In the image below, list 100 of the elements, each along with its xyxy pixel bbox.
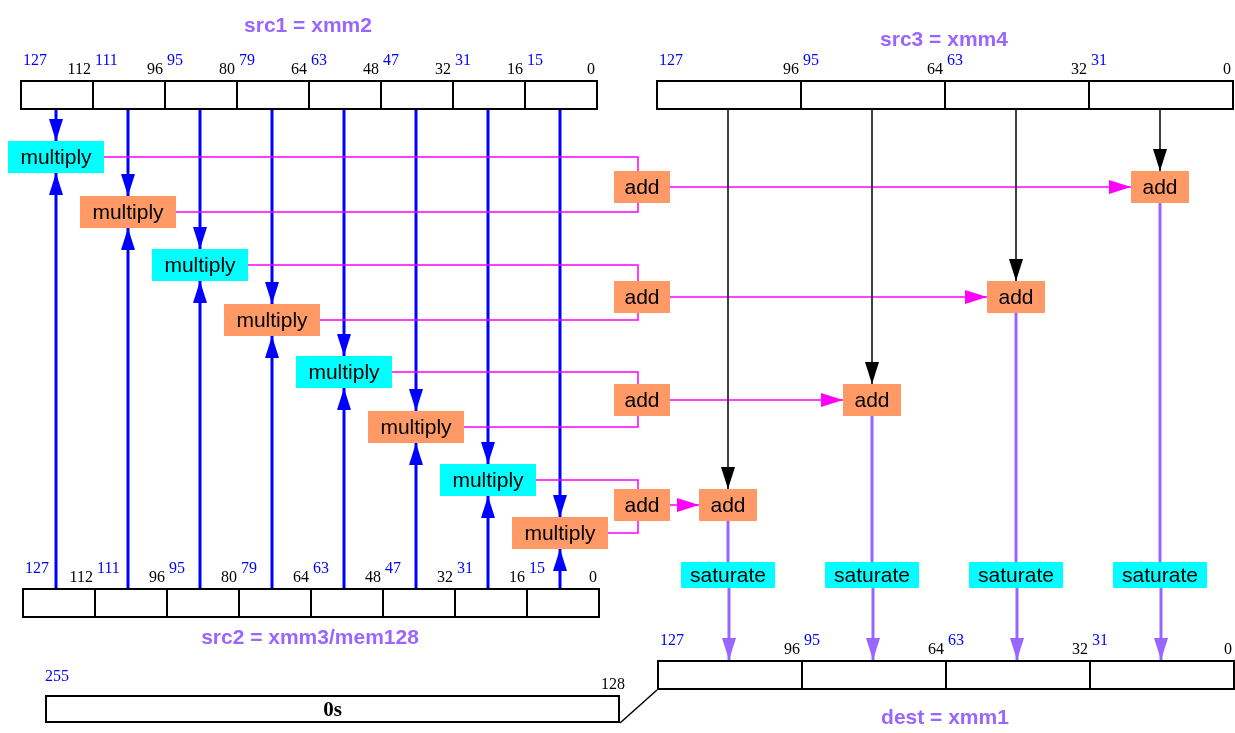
register-cell [310,588,384,618]
arrow [553,549,567,588]
register-cell [945,660,1091,690]
operation-box: saturate [1113,562,1207,588]
connector-line [870,416,874,562]
operation-box: saturate [825,562,919,588]
bit-number: 96 [784,641,800,657]
register-cell [92,80,166,110]
arrow [481,110,495,464]
bit-number: 63 [311,52,327,68]
arrow [49,110,63,141]
operation-box: add [614,384,670,416]
register-name: src2 = xmm3/mem128 [200,626,420,648]
operation-box: multiply [8,141,104,173]
bit-number: 47 [383,52,399,68]
operation-box: multiply [440,464,536,496]
operation-box: add [614,281,670,313]
arrow [1153,109,1167,172]
register-cell [308,80,382,110]
register-cell [380,80,454,110]
zero-register: 0s [45,695,620,723]
bit-number: 16 [507,61,523,77]
bit-number: 0 [589,569,597,585]
bit-number: 80 [221,569,237,585]
connector-line [535,479,639,490]
bit-number: 32 [435,61,451,77]
operation-box: add [614,171,670,203]
operation-box: multiply [80,196,176,228]
bit-number: 127 [659,52,683,68]
operation-box: add [699,489,757,521]
arrow [265,336,279,588]
bit-number: 32 [437,569,453,585]
arrow [669,498,700,512]
bit-number: 127 [23,52,47,68]
register-cell [526,588,600,618]
connector-line [463,415,639,428]
bit-number: 32 [1072,641,1088,657]
register-cell [1089,660,1235,690]
bit-number: 63 [948,632,964,648]
bit-number: 96 [147,61,163,77]
arrow [1009,109,1023,282]
register-cell [236,80,310,110]
bit-number: 96 [149,569,165,585]
arrow [121,110,135,196]
register-cell [20,80,94,110]
bit-number: 31 [1091,52,1107,68]
bit-number: 95 [169,560,185,576]
operation-box: multiply [512,517,608,549]
bit-number: 112 [67,61,91,77]
bit-number: 64 [927,61,943,77]
operation-box: add [614,489,670,521]
register-cell [454,588,528,618]
connector-line [103,156,639,172]
arrow [409,443,423,588]
arrow [669,180,1132,194]
register-cell [22,588,96,618]
bit-number: 31 [457,560,473,576]
connector-line [726,521,730,562]
arrow [265,110,279,304]
bit-number: 95 [803,52,819,68]
bit-number: 48 [363,61,379,77]
operation-box: multiply [368,411,464,443]
operation-box: add [843,384,901,416]
connector-line [1014,313,1018,562]
bit-number: 79 [239,52,255,68]
bit-number: 79 [241,560,257,576]
arrow [722,588,736,660]
bit-number: 63 [313,560,329,576]
connector-line [247,264,639,282]
bit-number: 47 [385,560,401,576]
register-cell [452,80,526,110]
arrow [669,290,988,304]
connector-line [391,371,639,385]
bit-number: 64 [293,569,309,585]
register-name: src1 = xmm2 [243,14,373,36]
connector-line [175,202,639,213]
bit-number: 63 [947,52,963,68]
bit-number: 112 [69,569,93,585]
bit-number: 128 [601,676,625,692]
register-cell [382,588,456,618]
arrow [481,496,495,588]
register-cell [657,660,803,690]
register-cell [944,80,1090,110]
arrow [1010,588,1024,660]
operation-box: add [1131,171,1189,203]
arrow [866,588,880,660]
arrow [865,109,879,385]
arrow [49,173,63,588]
register-name: src3 = xmm4 [879,28,1009,50]
bit-number: 127 [25,560,49,576]
register-cell [656,80,802,110]
arrow [1154,588,1168,660]
register-cell [801,660,947,690]
bit-number: 31 [455,52,471,68]
connector-line [607,520,639,534]
bit-number: 0 [587,61,595,77]
bit-number: 64 [928,641,944,657]
bit-number: 32 [1071,61,1087,77]
operation-box: multiply [224,304,320,336]
arrow [553,110,567,517]
